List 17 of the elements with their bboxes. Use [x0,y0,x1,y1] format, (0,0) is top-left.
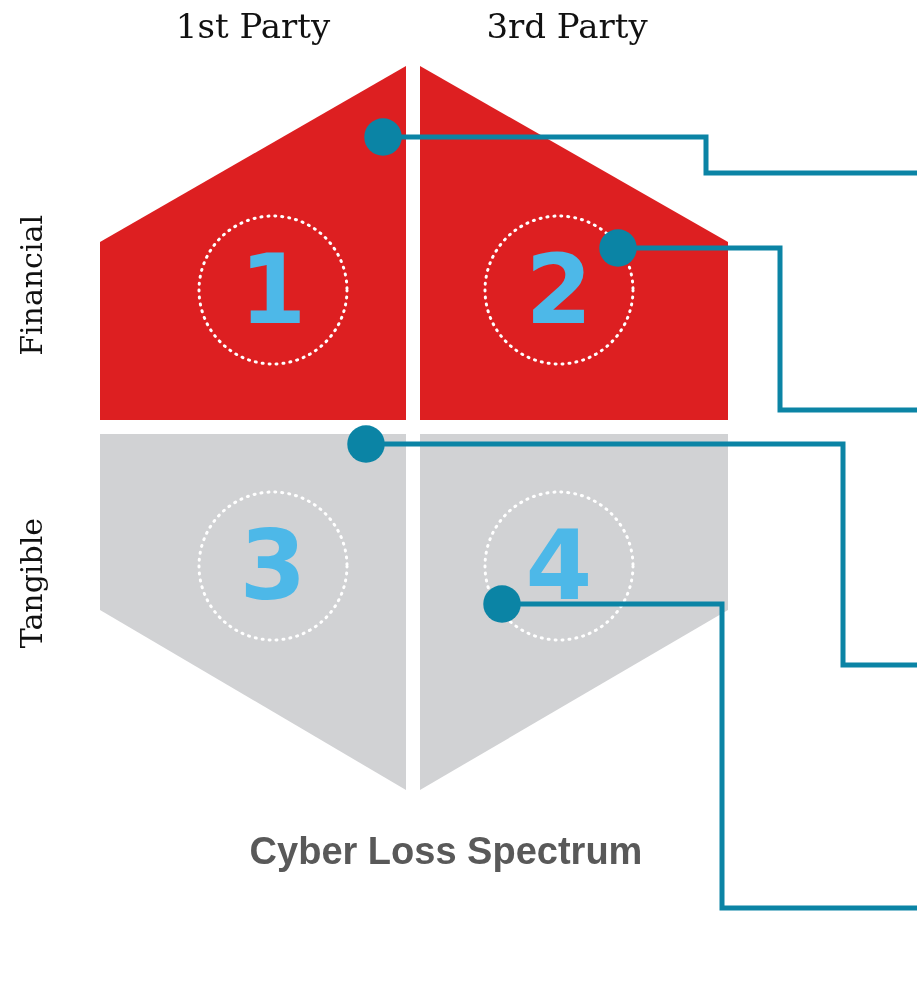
quadrant-number: 3 [239,518,307,614]
financial-quadrant [100,66,406,420]
quadrant-number: 2 [525,242,593,338]
leader-line [364,118,917,176]
tangible-quadrant [420,434,728,790]
quadrant-number: 1 [239,242,307,338]
leader-line [599,229,917,413]
tangible-quadrant [100,434,406,790]
row-heading: Tangible [14,517,49,649]
row-heading: Financial [14,214,49,356]
leader-line [347,425,917,668]
financial-quadrant [420,66,728,420]
leader-line [483,585,917,911]
column-heading: 3rd Party [486,6,648,46]
caption: Cyber Loss Spectrum [249,830,643,873]
quadrant-number: 4 [525,518,593,614]
column-heading: 1st Party [175,6,331,46]
